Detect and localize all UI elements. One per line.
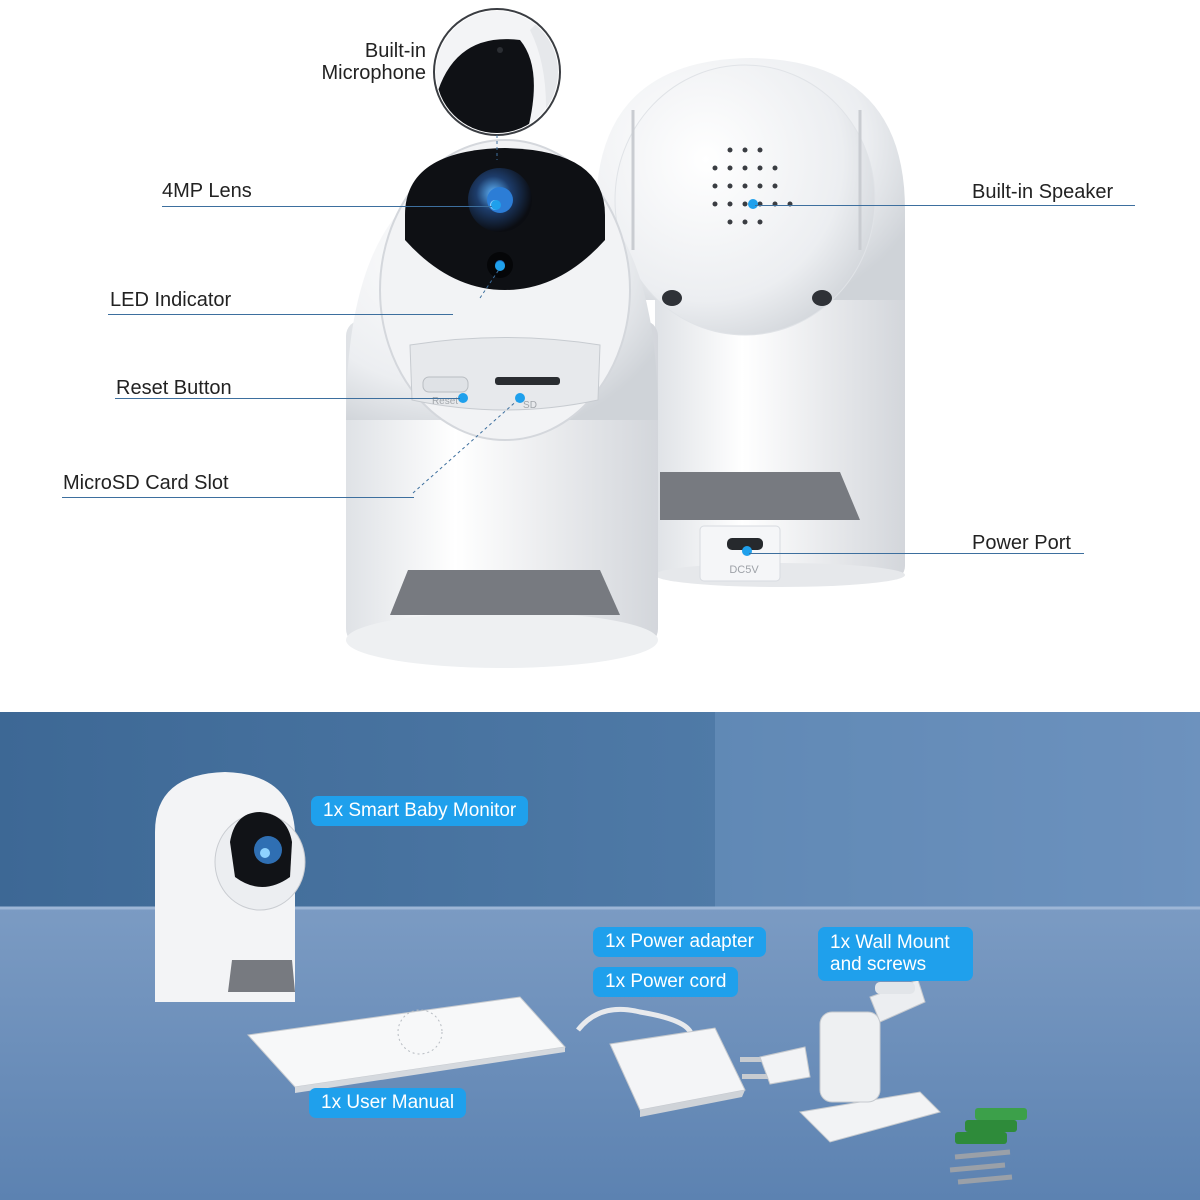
label-lens: 4MP Lens [162,180,252,202]
microphone-zoom [433,8,561,136]
mount-illustration [798,979,941,1143]
pill-adapter: 1x Power adapter [593,927,766,957]
screws-illustration [949,1108,1027,1185]
feature-diagram: DC5V Reset SD [62,8,1135,668]
camera-rear: DC5V [596,58,905,587]
label-microphone: Built-in Microphone [321,40,426,84]
pill-mount: 1x Wall Mount and screws [818,927,973,981]
label-led: LED Indicator [110,289,232,311]
speaker-leader [755,205,1135,206]
pill-cord: 1x Power cord [593,967,739,997]
pill-manual: 1x User Manual [309,1088,467,1118]
camera-front-band [390,570,620,615]
reset-leader [115,398,460,399]
manual-illustration [246,996,566,1093]
svg-text:Reset: Reset [432,396,458,407]
dc5v-print: DC5V [729,564,759,576]
label-power-port: Power Port [972,532,1071,554]
label-microsd: MicroSD Card Slot [63,472,229,494]
label-speaker: Built-in Speaker [972,181,1114,203]
pill-monitor: 1x Smart Baby Monitor [311,796,529,826]
microsd-slot [495,377,560,385]
microsd-leader [62,497,414,498]
package-scene [0,712,1200,1200]
svg-text:SD: SD [523,400,537,411]
power-port-icon [727,538,763,550]
camera-rear-band [660,472,860,520]
mini-camera [155,772,306,1002]
adapter-illustration [576,1006,811,1117]
power-port-leader [749,553,1084,554]
camera-front: Reset SD [346,139,658,668]
camera-illustration: DC5V Reset SD [346,8,905,668]
package-contents: 1x Smart Baby Monitor 1x Power adapter 1… [0,712,1200,1200]
lens-leader [162,206,492,207]
label-reset: Reset Button [116,377,232,399]
led-leader [108,314,453,315]
reset-button-print [422,376,469,393]
microphone-icon [497,47,503,53]
